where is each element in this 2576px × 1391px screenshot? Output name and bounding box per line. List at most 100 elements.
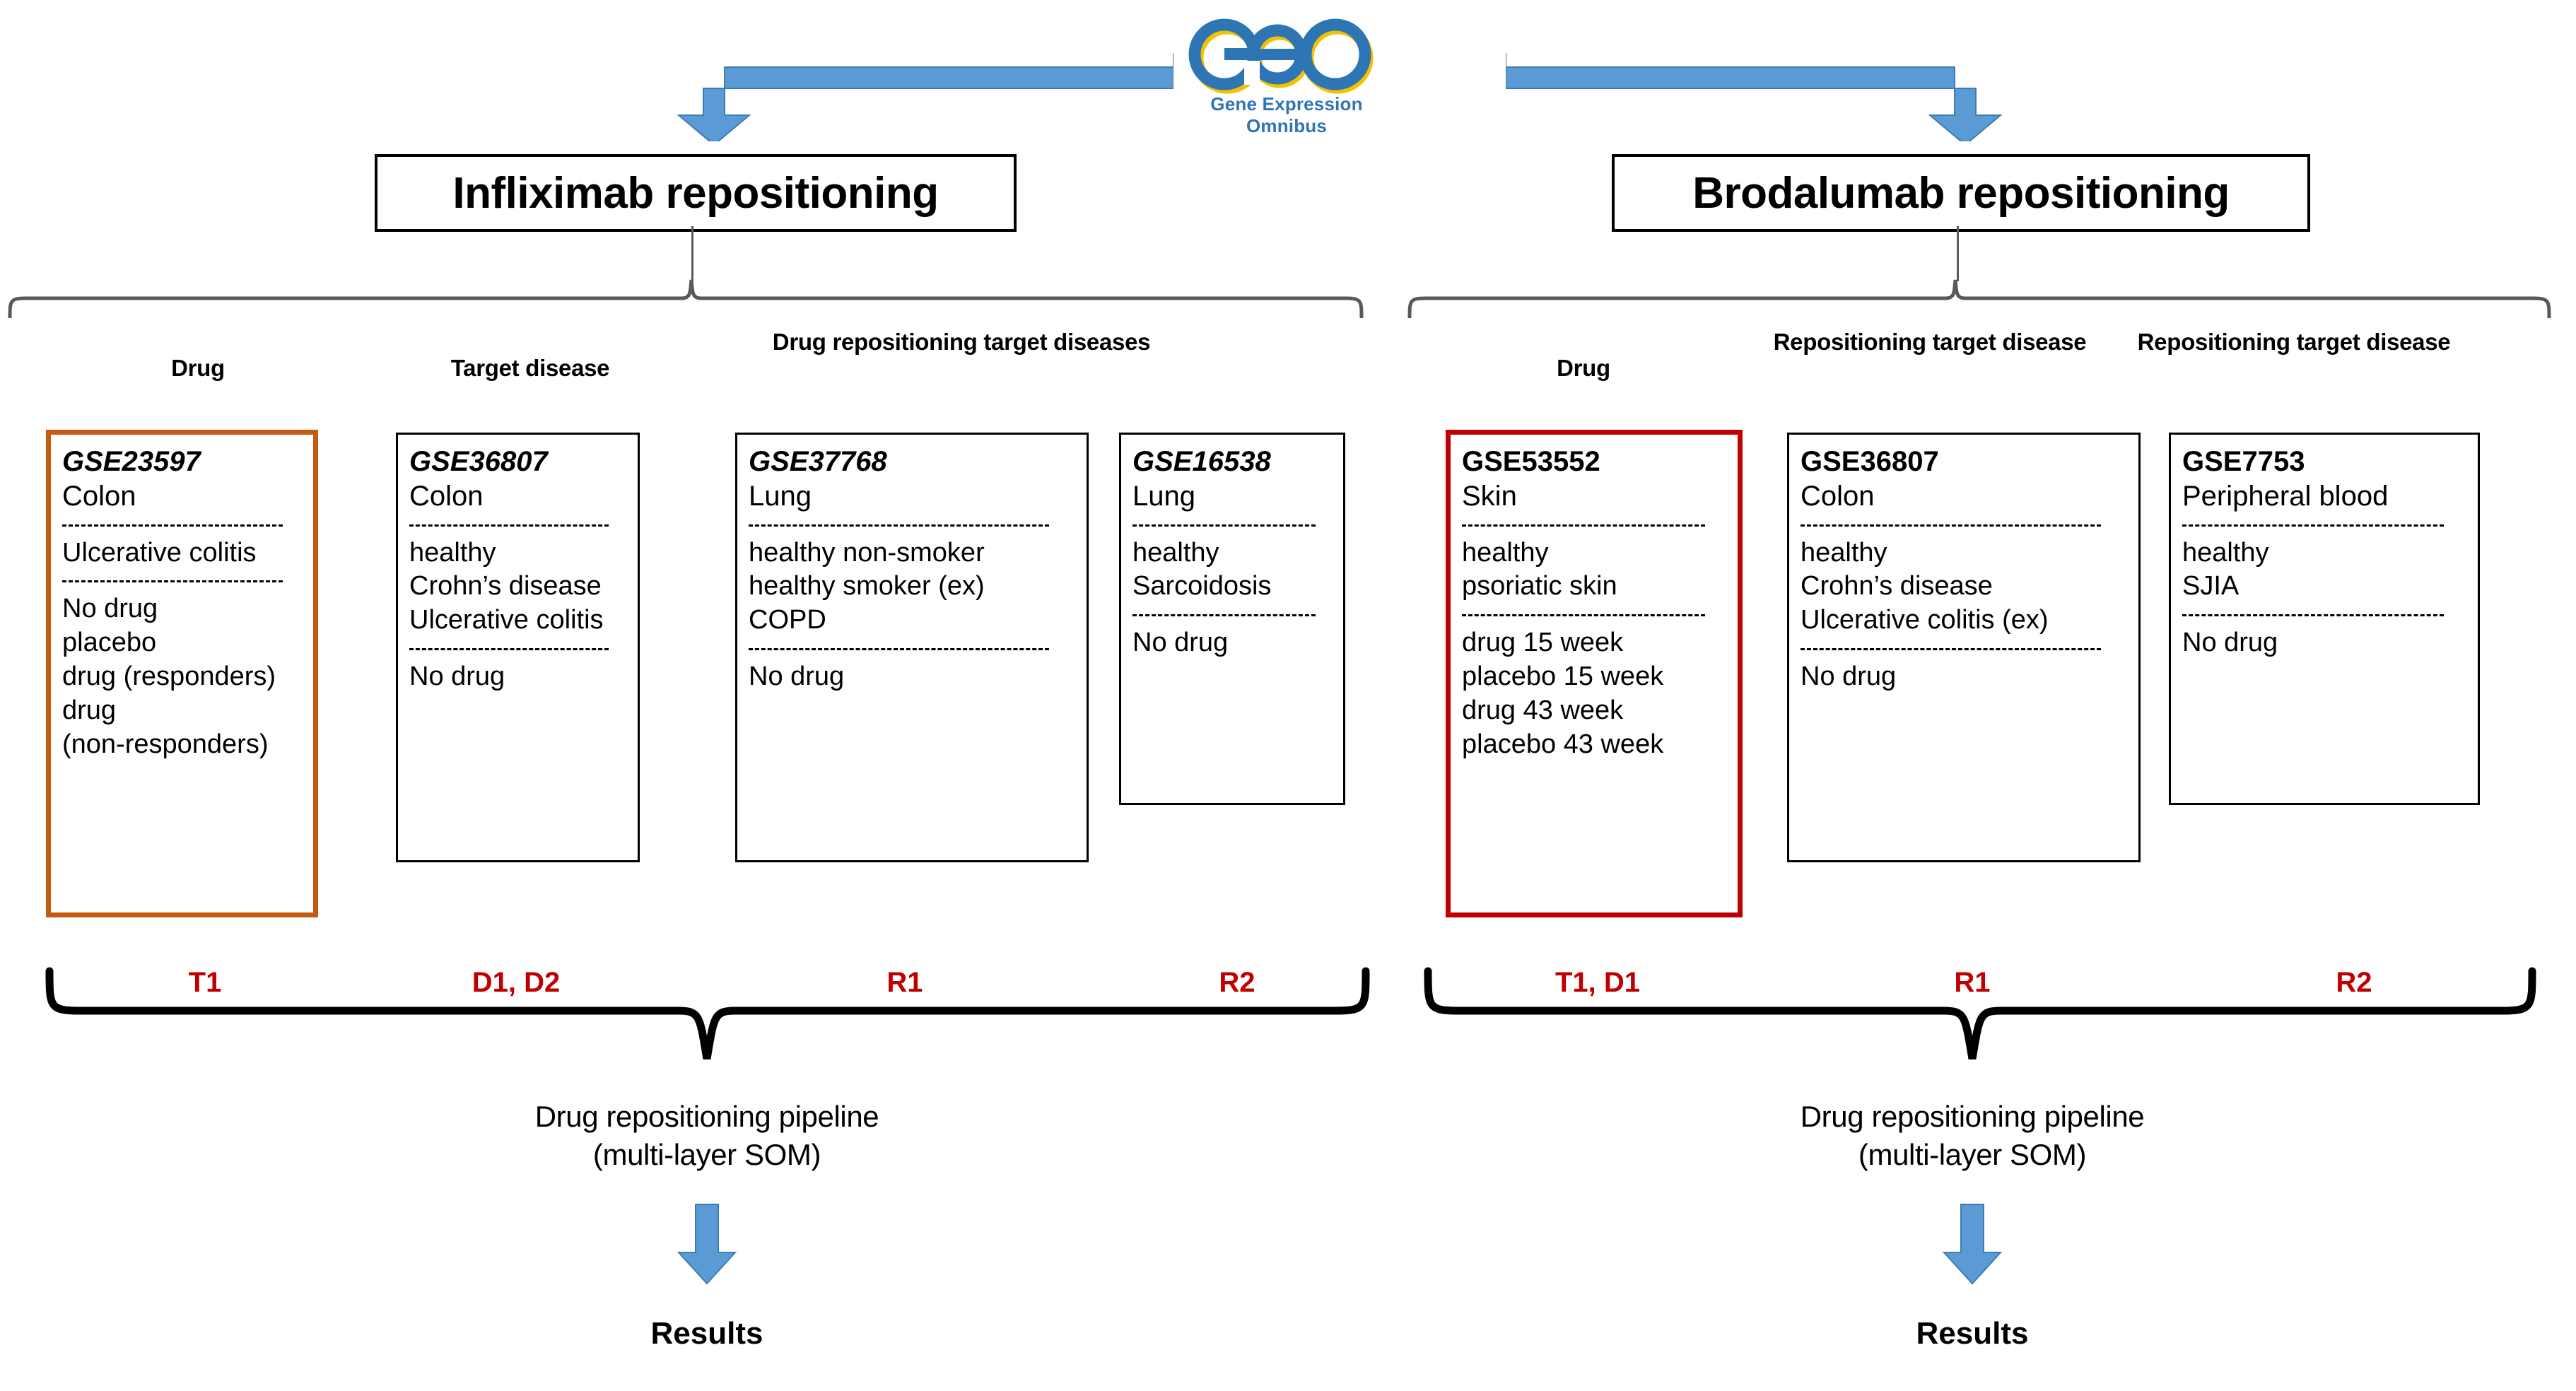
dataset-group: Crohn’s disease xyxy=(1801,571,1993,601)
bottom-brace-right xyxy=(1421,967,2552,1069)
dataset-divider xyxy=(62,580,283,583)
dataset-treatment: placebo xyxy=(62,628,157,658)
down-arrow-right xyxy=(1937,1202,2008,1290)
dataset-id: GSE7753 xyxy=(2182,446,2305,477)
dataset-treatment: (non-responders) xyxy=(62,729,269,759)
stage-label-d1-d2-left: D1, D2 xyxy=(472,967,561,998)
stage-label-r1-right: R1 xyxy=(1954,967,1991,998)
dataset-id: GSE23597 xyxy=(62,446,201,477)
pipeline-line-2: (multi-layer SOM) xyxy=(1858,1137,2087,1171)
dataset-group: SJIA xyxy=(2182,571,2240,601)
dataset-tissue: Peripheral blood xyxy=(2182,480,2389,512)
column-header-repositioning-targets-left: Drug repositioning target diseases xyxy=(772,329,1151,355)
down-arrow-left xyxy=(672,1202,742,1290)
dataset-divider xyxy=(62,524,283,527)
dataset-group: healthy xyxy=(2182,537,2269,568)
elbow-arrow-left xyxy=(636,39,1174,146)
dataset-divider xyxy=(409,648,609,651)
dataset-card-gse23597[interactable]: GSE23597 Colon Ulcerative colitis No dru… xyxy=(46,430,318,917)
dataset-divider xyxy=(2182,524,2444,527)
panel-title-brodalumab[interactable]: Brodalumab repositioning xyxy=(1612,154,2310,232)
dataset-treatment: drug 15 week xyxy=(1462,628,1624,658)
top-brace-right xyxy=(1407,277,2552,323)
dataset-divider xyxy=(409,524,609,527)
dataset-group: Crohn’s disease xyxy=(409,571,602,601)
panel-title-infliximab[interactable]: Infliximab repositioning xyxy=(375,154,1017,232)
dataset-divider xyxy=(2182,614,2444,617)
dataset-id: GSE36807 xyxy=(1801,446,1939,477)
dataset-treatment: drug (responders) xyxy=(62,662,276,692)
geo-logo: Gene Expression Omnibus xyxy=(1173,14,1400,136)
dataset-treatment: No drug xyxy=(1132,628,1229,658)
panel-title-text: Brodalumab repositioning xyxy=(1692,168,2230,218)
stage-label-t1-left: T1 xyxy=(188,967,222,998)
dataset-id: GSE37768 xyxy=(749,446,887,477)
dataset-tissue: Colon xyxy=(62,480,136,512)
geo-logo-mark xyxy=(1188,18,1374,94)
pipeline-label-left: Drug repositioning pipeline (multi-layer… xyxy=(424,1098,990,1174)
column-header-repositioning-target-right-1: Repositioning target disease xyxy=(1773,329,2087,355)
dataset-tissue: Colon xyxy=(409,480,484,512)
title-brace-connector-right xyxy=(1957,226,1959,281)
pipeline-line-2: (multi-layer SOM) xyxy=(592,1137,821,1171)
dataset-divider xyxy=(1462,524,1706,527)
dataset-divider xyxy=(1462,614,1706,617)
dataset-divider xyxy=(1132,524,1316,527)
results-label-left: Results xyxy=(650,1316,763,1351)
dataset-group: Ulcerative colitis xyxy=(62,537,257,568)
stage-label-t1-d1-right: T1, D1 xyxy=(1555,967,1641,998)
dataset-card-gse36807-right[interactable]: GSE36807 Colon healthy Crohn’s disease U… xyxy=(1787,433,2141,862)
column-header-drug-right: Drug xyxy=(1557,355,1610,381)
dataset-divider xyxy=(1801,524,2102,527)
dataset-divider xyxy=(749,648,1050,651)
dataset-treatment: No drug xyxy=(62,594,158,624)
bottom-brace-left xyxy=(42,967,1386,1069)
dataset-group: Ulcerative colitis (ex) xyxy=(1801,605,2049,635)
dataset-divider xyxy=(1132,614,1316,617)
dataset-group: COPD xyxy=(749,605,826,635)
column-header-drug-left: Drug xyxy=(171,355,225,381)
dataset-treatment: placebo 15 week xyxy=(1462,662,1664,692)
dataset-treatment: placebo 43 week xyxy=(1462,729,1664,759)
dataset-treatment: drug 43 week xyxy=(1462,696,1624,726)
stage-label-r1-left: R1 xyxy=(886,967,923,998)
pipeline-line-1: Drug repositioning pipeline xyxy=(1800,1100,2145,1133)
dataset-id: GSE36807 xyxy=(409,446,548,477)
dataset-divider xyxy=(1801,648,2102,651)
column-header-repositioning-target-right-2: Repositioning target disease xyxy=(2137,329,2451,355)
dataset-tissue: Lung xyxy=(749,480,812,512)
dataset-id: GSE53552 xyxy=(1462,446,1600,477)
geo-logo-caption: Gene Expression Omnibus xyxy=(1210,93,1363,136)
dataset-group: Sarcoidosis xyxy=(1132,571,1272,601)
dataset-treatment: No drug xyxy=(2182,628,2278,658)
dataset-card-gse7753[interactable]: GSE7753 Peripheral blood healthy SJIA No… xyxy=(2169,433,2480,805)
dataset-group: Ulcerative colitis xyxy=(409,605,604,635)
column-header-target-disease-left: Target disease xyxy=(450,355,610,381)
dataset-tissue: Lung xyxy=(1132,480,1195,512)
top-brace-left xyxy=(7,277,1364,323)
dataset-group: healthy xyxy=(1462,537,1549,568)
results-label-right: Results xyxy=(1916,1316,2029,1351)
dataset-card-gse36807-left[interactable]: GSE36807 Colon healthy Crohn’s disease U… xyxy=(396,433,640,862)
dataset-group: psoriatic skin xyxy=(1462,571,1617,601)
dataset-treatment: No drug xyxy=(749,662,845,692)
dataset-treatment: No drug xyxy=(409,662,505,692)
dataset-group: healthy xyxy=(1801,537,1887,568)
pipeline-line-1: Drug repositioning pipeline xyxy=(534,1100,879,1133)
dataset-treatment: No drug xyxy=(1801,662,1897,692)
pipeline-label-right: Drug repositioning pipeline (multi-layer… xyxy=(1690,1098,2255,1174)
dataset-tissue: Skin xyxy=(1462,480,1517,512)
dataset-tissue: Colon xyxy=(1801,480,1875,512)
dataset-card-gse16538[interactable]: GSE16538 Lung healthy Sarcoidosis No dru… xyxy=(1119,433,1345,805)
dataset-treatment: drug xyxy=(62,696,117,726)
dataset-card-gse37768[interactable]: GSE37768 Lung healthy non-smoker healthy… xyxy=(735,433,1089,862)
dataset-divider xyxy=(749,524,1050,527)
stage-label-r2-right: R2 xyxy=(2336,967,2372,998)
elbow-arrow-right xyxy=(1505,39,2043,146)
dataset-group: healthy smoker (ex) xyxy=(749,571,985,601)
dataset-group: healthy xyxy=(1132,537,1219,568)
title-brace-connector-left xyxy=(691,226,693,281)
stage-label-r2-left: R2 xyxy=(1219,967,1255,998)
dataset-card-gse53552[interactable]: GSE53552 Skin healthy psoriatic skin dru… xyxy=(1446,430,1743,917)
dataset-id: GSE16538 xyxy=(1132,446,1271,477)
